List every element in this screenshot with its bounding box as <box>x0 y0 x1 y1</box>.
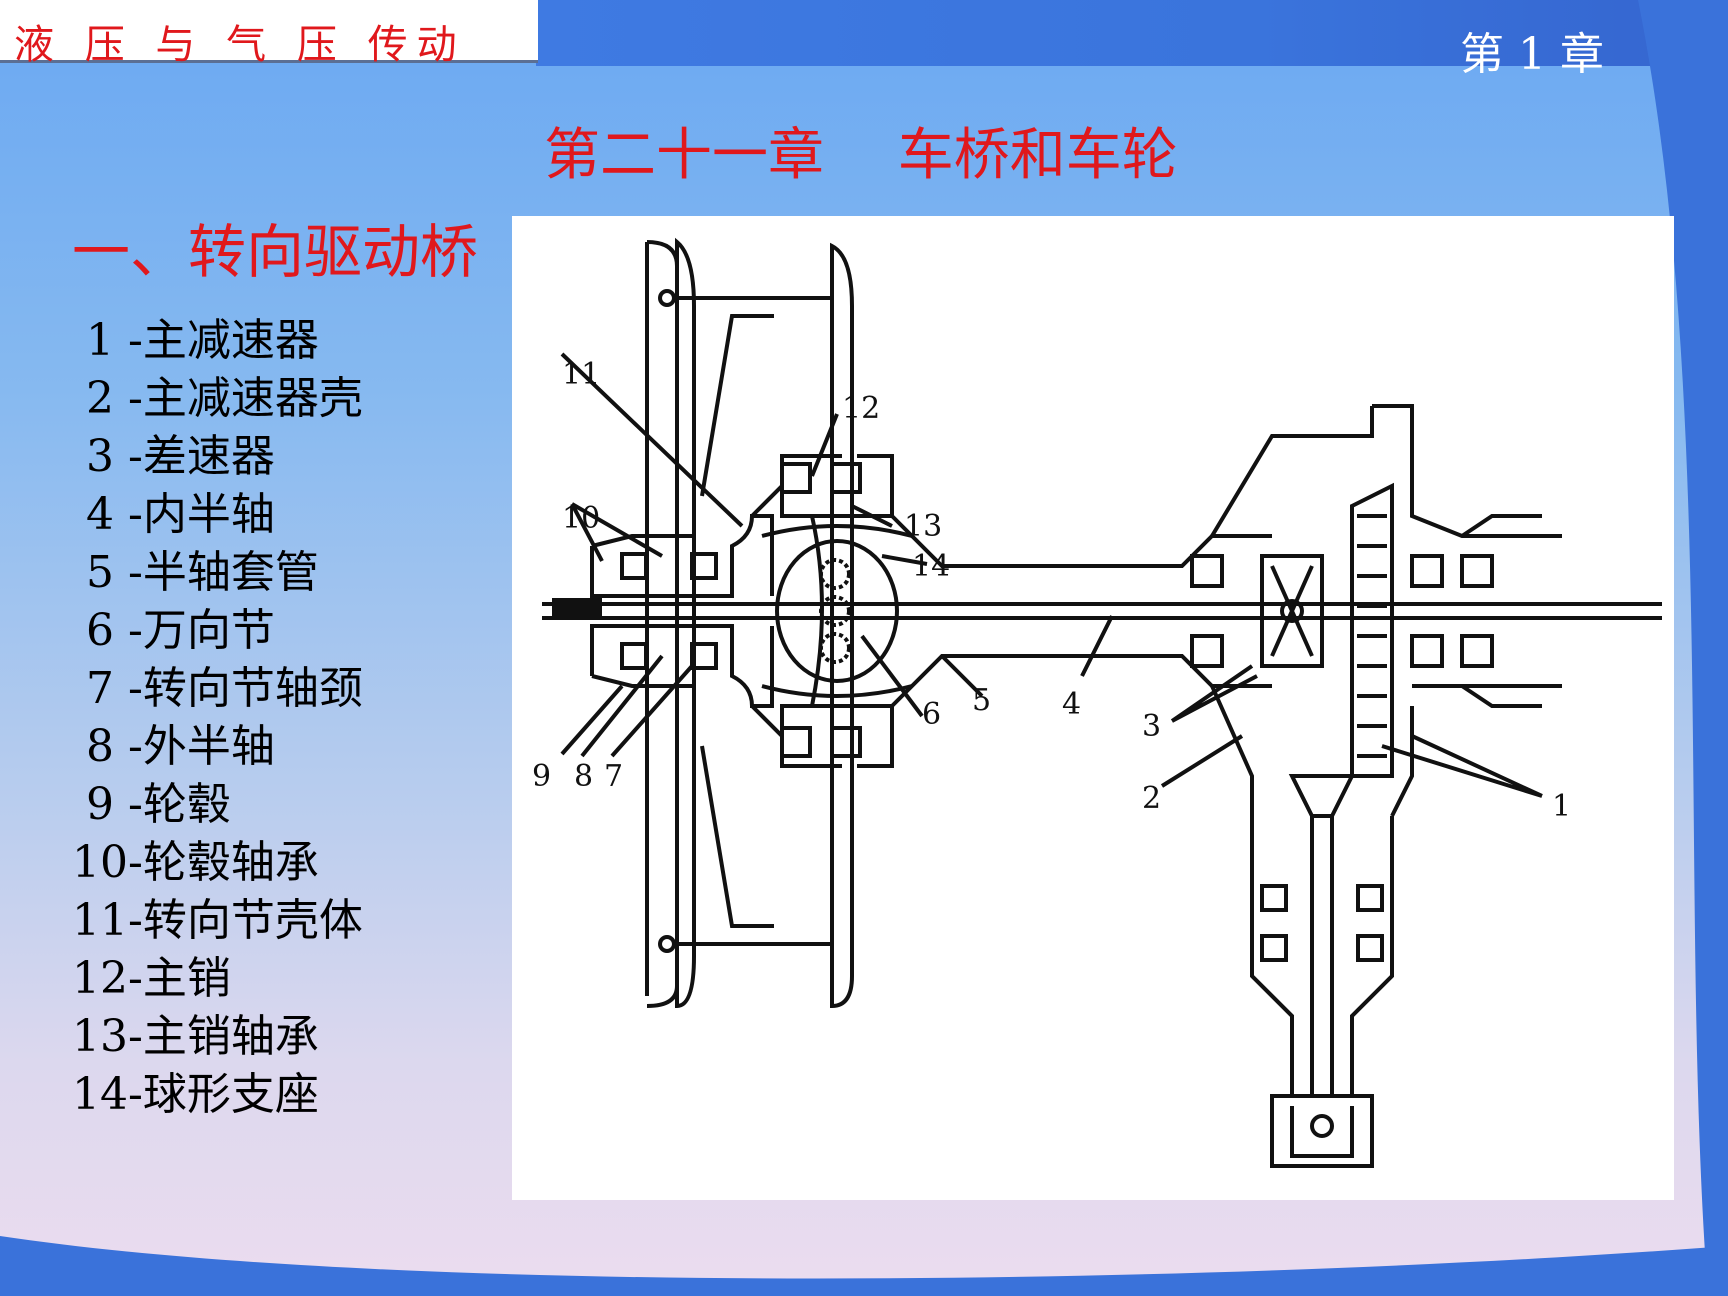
part-item: 6 -万向节 <box>72 605 275 656</box>
bottom-decor-strip <box>0 1236 1728 1296</box>
part-item: 7 -转向节轴颈 <box>72 663 363 714</box>
callout-5: 5 <box>972 683 991 718</box>
callout-3: 3 <box>1142 709 1161 744</box>
callout-6: 6 <box>922 697 941 732</box>
chapter-label: 第 1 章 <box>1460 29 1604 80</box>
right-decor-strip <box>1638 0 1728 1296</box>
slide-title: 第二十一章 车桥和车轮 <box>544 123 1178 188</box>
course-title-box: 液 压 与 气 压 传动 <box>0 0 538 68</box>
callout-14: 14 <box>912 549 950 584</box>
axle-schematic: 1 2 3 4 5 6 7 8 9 10 11 12 13 14 <box>532 237 1662 1168</box>
callout-13: 13 <box>904 509 942 544</box>
callout-9: 9 <box>532 759 551 794</box>
part-item: 3 -差速器 <box>72 431 275 482</box>
header-band <box>536 0 1728 66</box>
part-item: 11-转向节壳体 <box>72 895 363 946</box>
callout-12: 12 <box>842 391 880 426</box>
part-item: 8 -外半轴 <box>72 721 275 772</box>
callout-11: 11 <box>562 357 600 392</box>
part-item: 1 -主减速器 <box>72 315 319 366</box>
callout-7: 7 <box>604 759 623 794</box>
section-title: 一、转向驱动桥 <box>72 218 479 286</box>
callout-4: 4 <box>1062 687 1081 722</box>
callout-2: 2 <box>1142 781 1161 816</box>
part-item: 2 -主减速器壳 <box>72 373 363 424</box>
part-item: 12-主销 <box>72 953 231 1004</box>
callout-10: 10 <box>562 501 600 536</box>
course-title: 液 压 与 气 压 传动 <box>14 22 466 68</box>
parts-legend: 1 -主减速器 2 -主减速器壳 3 -差速器 4 -内半轴 5 -半轴套管 6… <box>72 312 363 1124</box>
callout-8: 8 <box>574 759 593 794</box>
callout-1: 1 <box>1552 789 1571 824</box>
part-item: 10-轮毂轴承 <box>72 837 319 888</box>
part-item: 4 -内半轴 <box>72 489 275 540</box>
part-item: 13-主销轴承 <box>72 1011 319 1062</box>
part-item: 5 -半轴套管 <box>72 547 319 598</box>
part-item: 14-球形支座 <box>72 1069 319 1120</box>
steering-drive-axle-diagram: 1 2 3 4 5 6 7 8 9 10 11 12 13 14 <box>512 216 1674 1200</box>
part-item: 9 -轮毂 <box>72 779 231 830</box>
